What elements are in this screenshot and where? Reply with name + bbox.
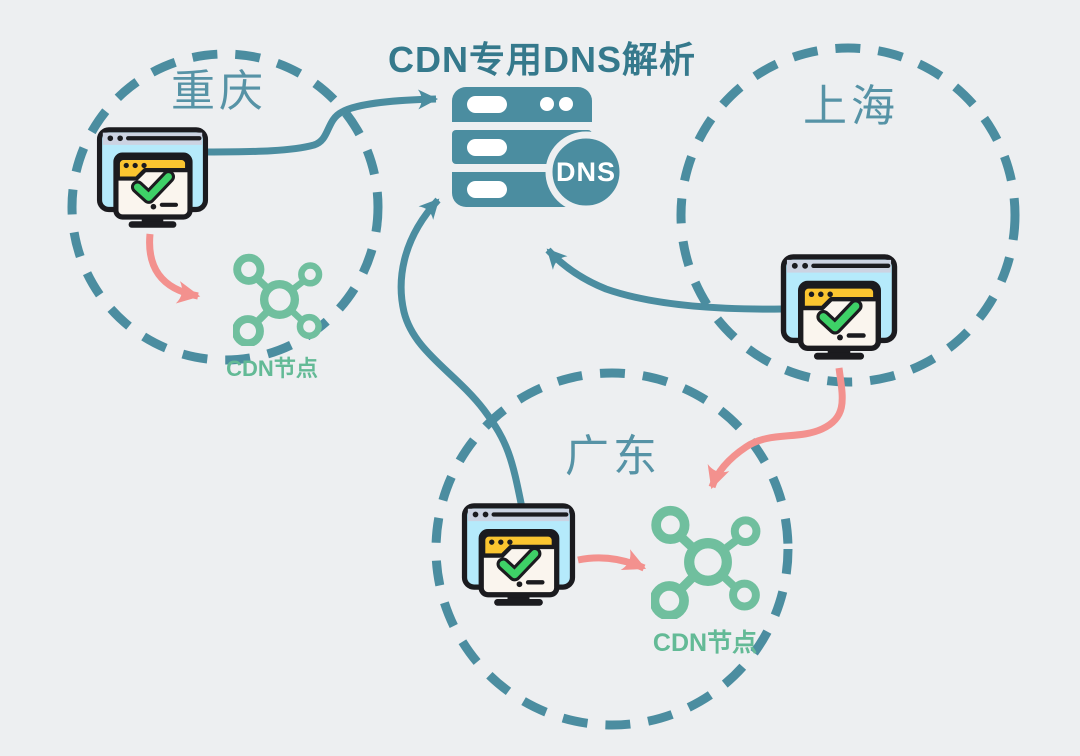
- region-label-guangdong: 广东: [565, 432, 661, 481]
- arrow-chongqing-to-cdn-node: [146, 233, 201, 304]
- region-boundary-shanghai: [676, 43, 1020, 387]
- region-boundary-guangdong: [431, 368, 793, 730]
- diagram-title: CDN专用DNS解析: [387, 39, 696, 80]
- cdn-node-icon-guangdong: [654, 511, 756, 616]
- computer-icon-guangdong: [465, 506, 573, 602]
- arrow-guangdong-to-dns: [397, 197, 526, 509]
- region-boundary-chongqing: [67, 49, 383, 365]
- computer-icon-shanghai: [784, 257, 895, 356]
- dns-badge-label: DNS: [555, 157, 616, 187]
- region-label-chongqing: 重庆: [171, 67, 267, 116]
- cdn-node-label-chongqing: CDN节点: [226, 356, 318, 381]
- arrow-shanghai-to-dns: [545, 247, 783, 313]
- dns-badge-circle: [545, 131, 627, 213]
- cdn-node-icon-chongqing: [236, 258, 319, 344]
- cdn-node-label-guangdong: CDN节点: [652, 629, 758, 657]
- arrow-shanghai-to-guangdong-cdn-node: [707, 367, 846, 490]
- region-label-shanghai: 上海: [803, 82, 899, 131]
- dns-server-icon: [452, 87, 627, 213]
- arrow-guangdong-to-cdn-node: [577, 549, 647, 572]
- computer-icon-chongqing: [100, 130, 206, 225]
- arrow-chongqing-to-dns: [205, 89, 438, 156]
